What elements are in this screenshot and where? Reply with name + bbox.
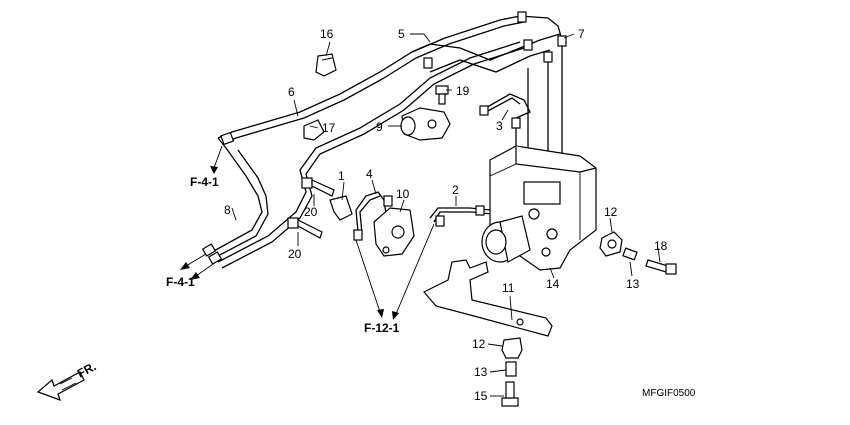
callout-16: 16 [320,27,334,41]
bolt-20-lower [287,217,323,239]
callout-10: 10 [396,187,410,201]
callout-6: 6 [288,85,295,99]
callout-12-right: 12 [604,205,618,219]
callout-4: 4 [366,167,373,181]
collar-13-right [622,247,638,261]
front-direction-arrow: FR. [36,359,98,401]
callout-7: 7 [578,27,585,41]
bolt-20-upper [301,177,335,197]
callout-5: 5 [398,27,405,41]
callout-15: 15 [474,389,488,403]
callout-numbers: 16 5 7 6 19 17 9 3 1 4 10 2 20 8 20 12 1… [224,27,668,403]
callout-2: 2 [452,183,459,197]
ref-f121: F-12-1 [364,321,400,335]
collar-13-lower [505,361,517,377]
callout-14: 14 [546,277,560,291]
callout-11: 11 [502,281,515,295]
bolt-19 [435,85,449,105]
reference-labels: F-4-1 F-4-1 F-12-1 [166,175,400,335]
proportioning-valve-9 [400,107,451,141]
callout-13-right: 13 [626,277,640,291]
abs-modulator-unit [481,145,597,271]
pipe-clamp-16 [315,53,337,77]
pipe-clamp-17 [303,119,325,141]
callout-20-upper: 20 [304,205,318,219]
callout-3: 3 [496,119,503,133]
ref-f41-top: F-4-1 [190,175,219,189]
reference-arrows [180,145,435,320]
brake-pipe-3 [481,93,531,150]
ref-f41-bottom: F-4-1 [166,275,195,289]
pipe-fittings [201,11,567,265]
callout-9: 9 [376,120,383,134]
leader-lines [231,33,661,397]
bracket-1 [329,195,353,221]
bolt-18 [645,259,677,275]
callout-13-lower: 13 [474,365,488,379]
callout-18: 18 [654,239,668,253]
grommet-12-lower [501,337,523,359]
mounting-bracket-11 [423,259,553,337]
grommet-12-right [599,231,623,257]
bolt-15 [501,381,519,407]
callout-8: 8 [224,203,231,217]
delay-valve-10 [373,207,415,257]
callout-19: 19 [456,84,470,98]
callout-20-lower: 20 [288,247,302,261]
figure-code: MFGIF0500 [642,388,696,399]
callout-12-lower: 12 [472,337,486,351]
brake-pipes-left [211,15,525,269]
callout-17: 17 [322,121,336,135]
callout-1: 1 [338,169,345,183]
